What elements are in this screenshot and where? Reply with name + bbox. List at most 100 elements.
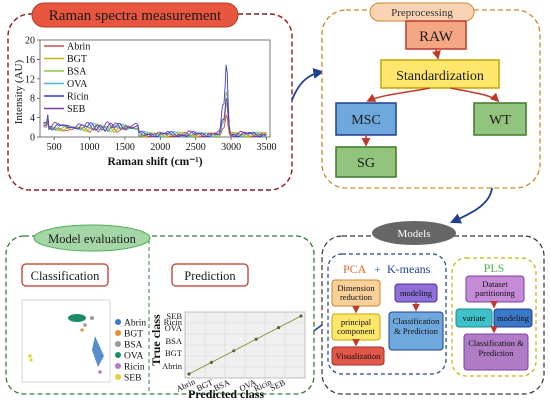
arrow-raman-to-preprocessing (291, 68, 325, 101)
prediction-point (232, 349, 236, 353)
pca-label: PCA (343, 262, 367, 276)
standardization-label: Standardization (396, 69, 484, 84)
classification-legend-dot (115, 352, 121, 358)
raman-legend-label: Abrin (67, 42, 90, 53)
classification-badge (21, 263, 109, 287)
classification-legend-dot (115, 341, 121, 347)
raman-plot-area (39, 39, 271, 138)
ricin-cluster (98, 370, 102, 374)
classification-legend-dot (115, 374, 121, 380)
arrow-standardization-to-msc (366, 87, 431, 102)
ova-cluster (68, 314, 86, 322)
classification-scatter-points (28, 314, 104, 374)
prediction-y-tick-label: BGT (165, 348, 183, 358)
models-panel: Models PCA + K-means Dimension reduction… (321, 221, 545, 395)
prediction-y-tick-label: SEB (166, 311, 182, 321)
plus-label: + (374, 262, 381, 276)
evaluation-title: Model evaluation (48, 232, 137, 246)
sg-box (335, 146, 397, 178)
classification-prediction-box (388, 311, 444, 351)
bsa-cluster (90, 316, 94, 320)
bsa-cluster-2 (83, 323, 87, 327)
evaluation-panel: Model evaluation Classification Predicti… (5, 224, 315, 401)
preprocessing-title: Preprocessing (391, 7, 453, 19)
prediction-point (277, 326, 281, 330)
pls-modeling-label: modeling (497, 313, 530, 323)
raman-x-label: Raman shift (cm⁻¹) (107, 156, 202, 168)
msc-label: MSC (351, 113, 381, 128)
sg-label: SG (357, 156, 375, 171)
raman-x-tick-label: 500 (47, 142, 62, 153)
visualization-label: Visualization (336, 351, 382, 361)
raman-title: Raman spectra measurement (49, 8, 222, 24)
evaluation-title-badge (33, 224, 151, 252)
wt-label: WT (489, 113, 511, 128)
raman-legend-label: BGT (67, 54, 87, 65)
raman-y-tick-label: 8 (30, 94, 35, 105)
preprocessing-panel: Preprocessing RAW Standardization MSC WT… (321, 2, 541, 189)
prediction-diagonal (188, 315, 302, 375)
prediction-title: Prediction (184, 269, 236, 283)
models-title-badge (372, 221, 456, 245)
raman-x-tick-label: 1000 (80, 142, 100, 153)
prediction-y-label: True class (149, 314, 163, 366)
classification-prediction-label: Classification & Prediction (392, 316, 440, 336)
bgt-cluster (80, 328, 84, 332)
seb-cluster (28, 354, 32, 358)
classification-legend-dot (115, 319, 121, 325)
prediction-y-tick-label: Abrin (162, 361, 183, 371)
raman-legend-label: BSA (67, 67, 87, 78)
raman-y-tick-label: 4 (30, 113, 35, 124)
standardization-box (380, 59, 500, 89)
classification-title: Classification (31, 269, 100, 283)
raman-y-tick-label: 12 (25, 74, 35, 85)
prediction-y-tick-label: BSA (165, 336, 182, 346)
classification-legend-label: BSA (124, 341, 143, 351)
visualization-box (331, 346, 385, 366)
raman-title-badge (31, 2, 239, 28)
raman-series-seb (43, 97, 267, 137)
classification-legend-dot (115, 363, 121, 369)
classification-legend-label: Abrin (124, 319, 146, 329)
classification-legend-dot (115, 330, 121, 336)
classification-legend-label: OVA (124, 352, 143, 362)
classification-legend-label: BGT (124, 330, 143, 340)
arrow-preprocessing-to-models (450, 187, 493, 224)
dimension-reduction-label: Dimension reduction (337, 283, 375, 302)
prediction-y-tick-label: OVA (165, 323, 183, 333)
wt-box (473, 102, 527, 136)
prediction-point (254, 337, 258, 341)
dataset-partitioning-label: Dataset partitioning (475, 279, 515, 298)
raman-y-tick-label: 0 (30, 133, 35, 144)
classification-legend-label: SEB (124, 374, 141, 384)
raw-label: RAW (419, 29, 454, 45)
raman-x-tick-label: 3500 (256, 142, 276, 153)
modeling-label: modeling (400, 288, 433, 298)
arrow-raw-to-standardization (432, 48, 441, 60)
classification-legend-label: Ricin (124, 363, 145, 373)
abrin-cluster (92, 336, 104, 367)
raman-y-tick-label: 20 (25, 36, 35, 47)
variate-box (455, 308, 493, 328)
principal-component-label: principal component (337, 317, 375, 336)
pls-modeling-box (493, 308, 533, 328)
prediction-points (187, 314, 303, 376)
raman-x-tick-label: 1500 (115, 142, 135, 153)
arrow-standardization-to-wt (449, 87, 500, 103)
raman-panel: Raman spectra measurement Intensity (AU)… (7, 2, 293, 191)
prediction-x-label: Predicted class (188, 387, 264, 401)
prediction-point (187, 372, 191, 376)
raman-y-label: Intensity (AU) (13, 59, 25, 124)
prediction-point (299, 314, 303, 318)
pls-classification-prediction-label: Classification & Prediction (468, 338, 524, 358)
raw-box (405, 20, 467, 50)
variate-label: variate (462, 313, 485, 323)
pls-classification-prediction-box (463, 333, 529, 371)
raman-legend-label: Ricin (67, 92, 89, 103)
